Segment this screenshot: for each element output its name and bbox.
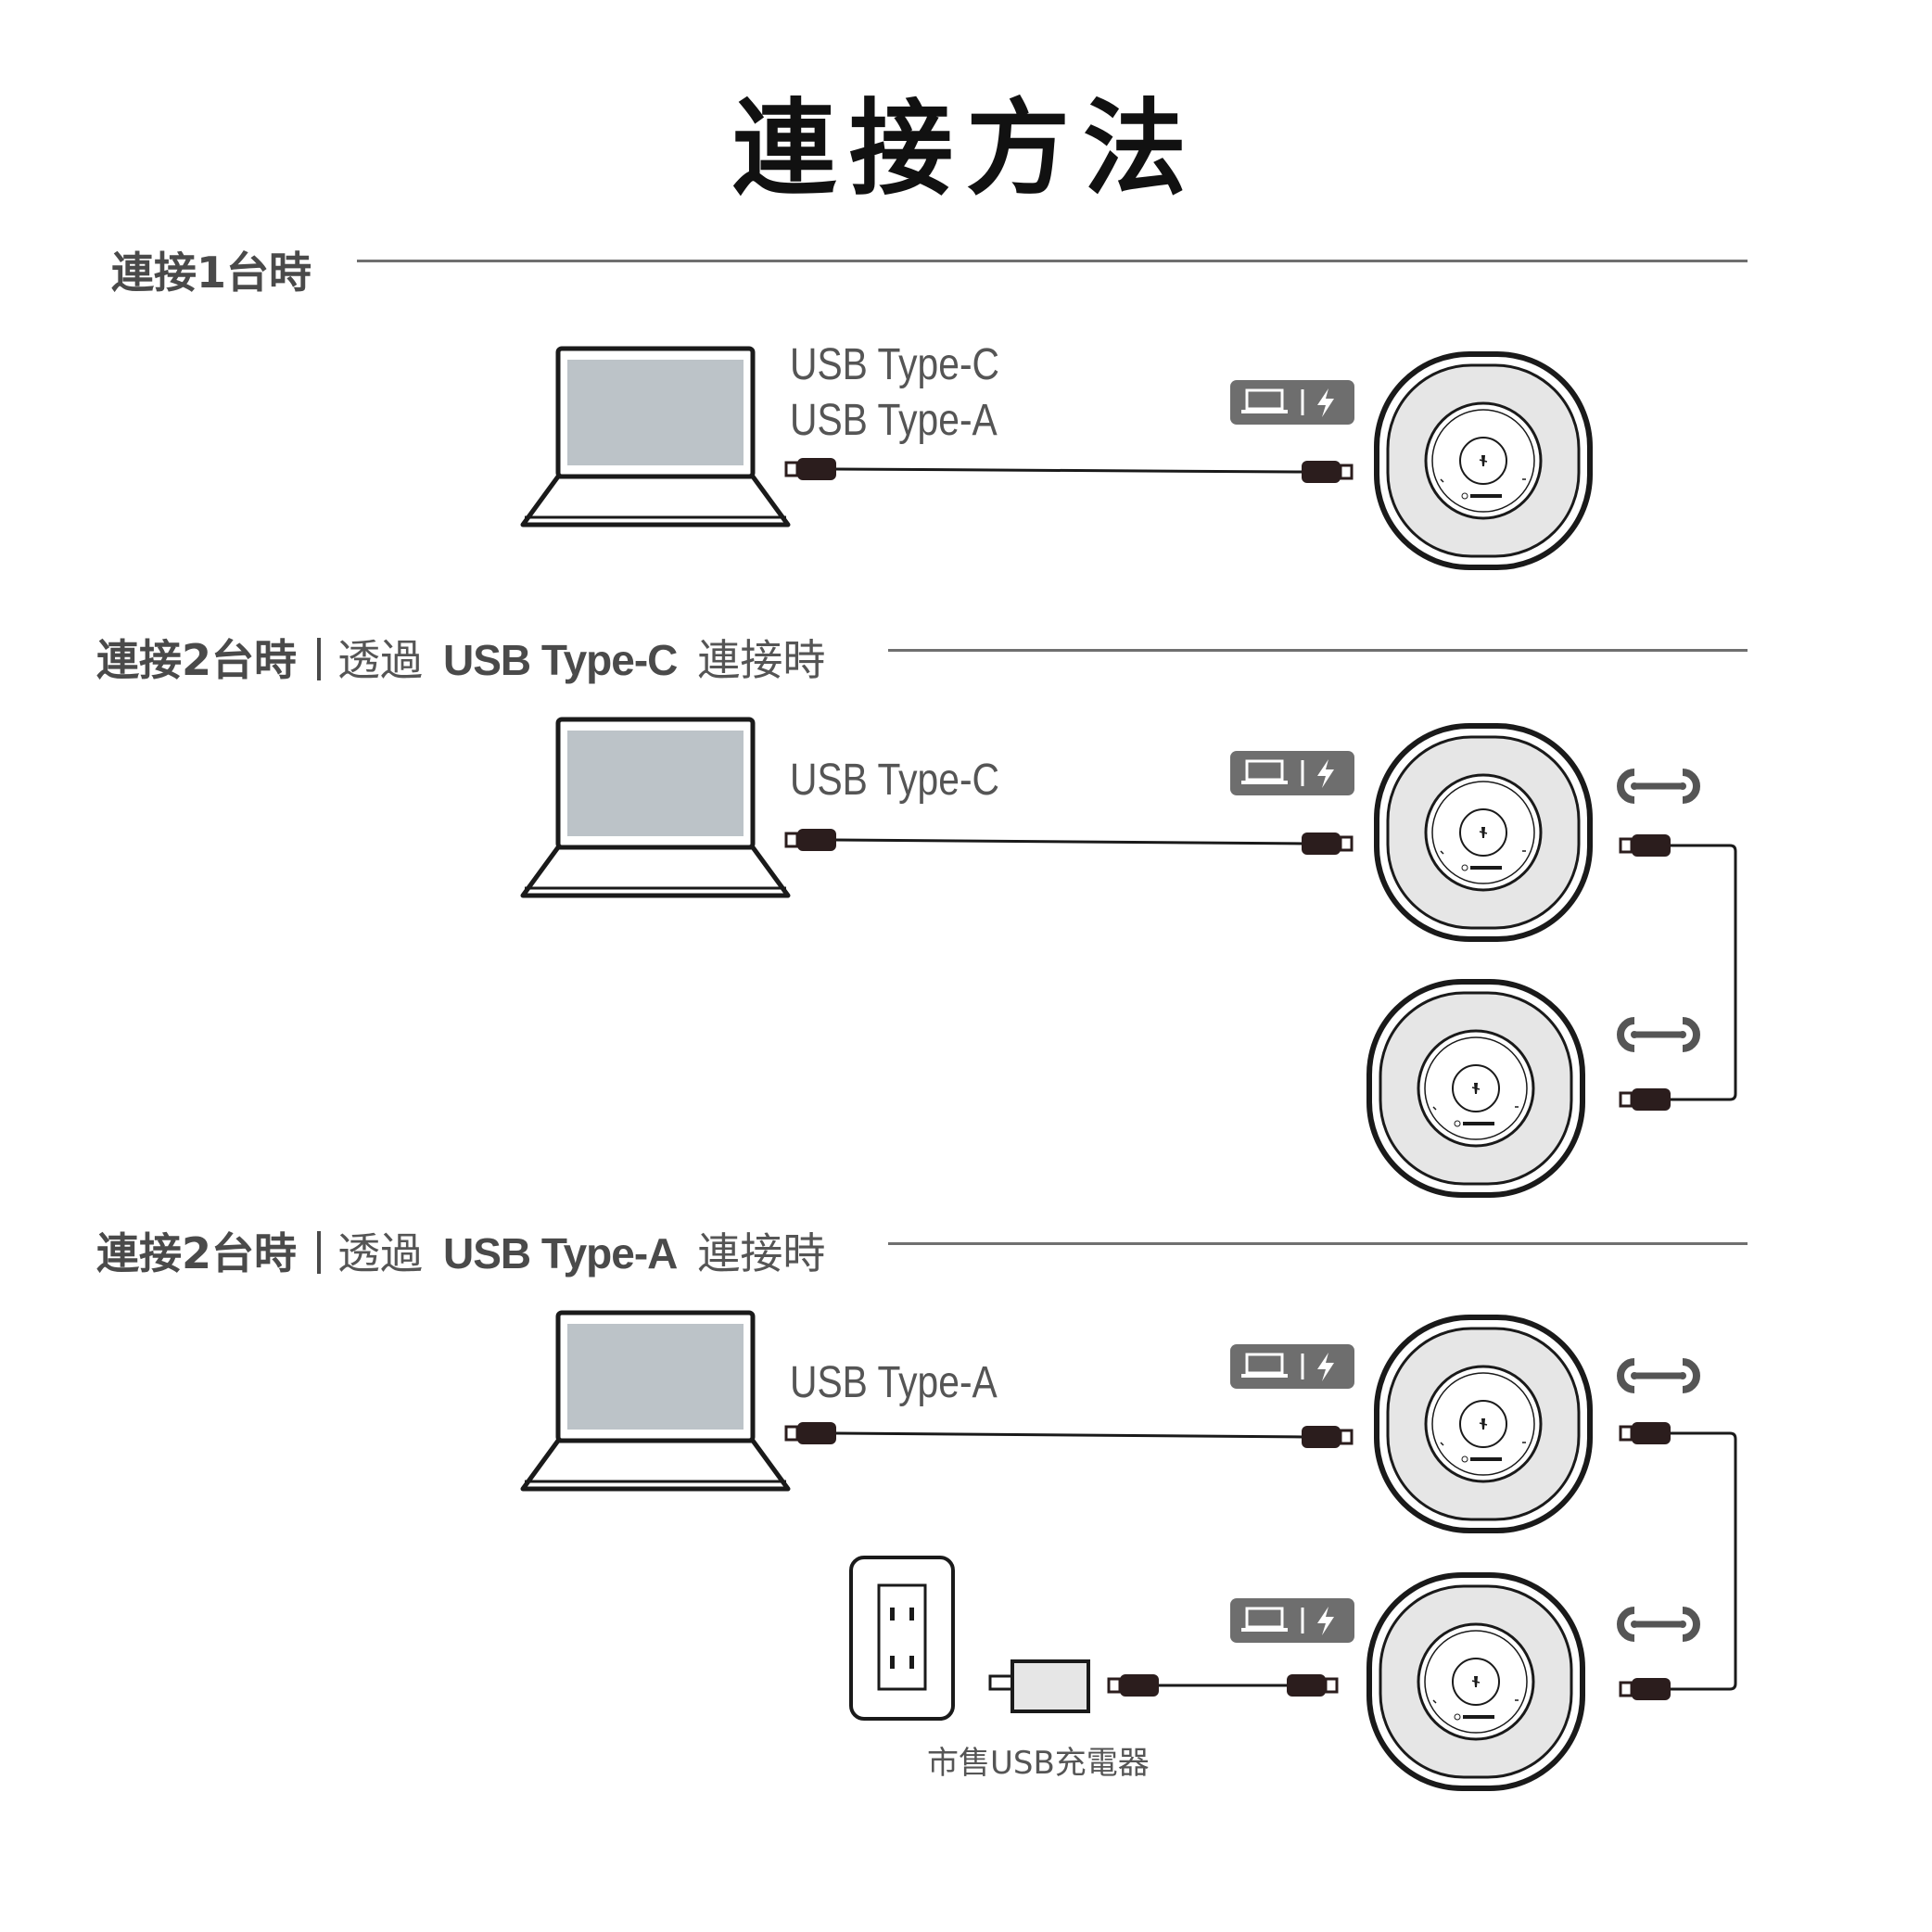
section-1-heading: 連接1台時 (111, 248, 312, 298)
laptop-and-lightning-icon (1228, 749, 1356, 797)
usb-plug (784, 1420, 838, 1446)
speakerphone-device (1377, 354, 1590, 567)
usb-plug (1619, 1087, 1672, 1112)
laptop-and-lightning-icon (1228, 1596, 1356, 1645)
laptop-icon (523, 349, 788, 525)
link-cable (1671, 844, 1737, 1101)
laptop-icon (523, 1313, 788, 1489)
charger-label: 市售USB充電器 (927, 1745, 1150, 1782)
chain-link-icon (1621, 772, 1697, 800)
usb-plug (1300, 1424, 1354, 1450)
section-3-heading: 連接2台時 (96, 1228, 298, 1278)
cable-label-usb-c: USB Type-C (790, 756, 999, 805)
section-2-rule (888, 649, 1748, 652)
divider-bar (317, 638, 322, 680)
link-cable (1671, 1431, 1737, 1691)
speakerphone-device (1369, 1575, 1582, 1788)
chain-link-icon (1621, 1610, 1697, 1638)
chain-link-icon (1621, 1362, 1697, 1390)
chain-link-icon (1621, 1021, 1697, 1049)
section-3-rule (888, 1242, 1748, 1245)
usb-cable (835, 467, 1304, 474)
laptop-icon (523, 719, 788, 896)
usb-plug (1619, 1420, 1672, 1446)
wall-outlet-icon (849, 1556, 955, 1721)
cable-label-usb-c: USB Type-C (790, 340, 999, 389)
speakerphone-device (1377, 726, 1590, 939)
section-1-rule (357, 260, 1748, 262)
usb-plug (784, 456, 838, 482)
section-2-title: 連接2台時透過 USB Type-C 連接時 (96, 627, 825, 688)
usb-plug (1300, 831, 1354, 857)
cable-label-usb-a: USB Type-A (790, 1358, 998, 1407)
usb-plug (1285, 1672, 1339, 1698)
section-2-usb-type: USB Type-C (443, 636, 678, 684)
usb-cable (835, 838, 1304, 845)
speakerphone-device (1369, 982, 1582, 1195)
usb-plug (1619, 833, 1672, 858)
section-3-usb-type: USB Type-A (443, 1229, 678, 1277)
section-1-title: 連接1台時 (111, 239, 311, 300)
page-title: 連接方法 (732, 89, 1200, 210)
usb-plug (1619, 1676, 1672, 1702)
section-3-suffix: 連接時 (697, 1228, 826, 1278)
cable-label-usb-a: USB Type-A (790, 396, 998, 445)
section-2-via: 透過 (337, 635, 424, 685)
section-2-heading: 連接2台時 (96, 635, 298, 685)
usb-plug (1107, 1672, 1161, 1698)
laptop-and-lightning-icon (1228, 378, 1356, 426)
usb-cable (835, 1431, 1304, 1439)
section-2-suffix: 連接時 (697, 635, 826, 685)
laptop-and-lightning-icon (1228, 1342, 1356, 1391)
usb-plug (1300, 459, 1354, 485)
speakerphone-device (1377, 1317, 1590, 1531)
divider-bar (317, 1231, 322, 1274)
usb-charger-icon (988, 1659, 1090, 1713)
usb-plug (784, 827, 838, 853)
section-3-via: 透過 (337, 1228, 424, 1278)
section-3-title: 連接2台時透過 USB Type-A 連接時 (96, 1220, 825, 1281)
